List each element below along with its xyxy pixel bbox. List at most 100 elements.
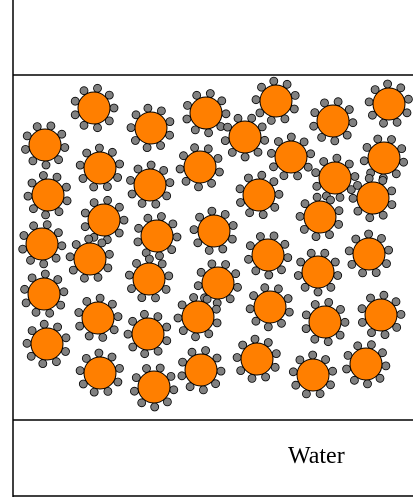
ligand	[251, 335, 259, 343]
ligand	[385, 246, 393, 254]
ligand	[194, 282, 202, 290]
ligand	[364, 380, 372, 388]
ligand	[404, 95, 412, 103]
ligand	[178, 372, 186, 380]
ligand	[261, 284, 269, 292]
particle-core	[28, 278, 60, 310]
particle-core	[319, 162, 351, 194]
ligand	[380, 291, 388, 299]
ligand	[202, 347, 210, 355]
ligand	[145, 255, 153, 263]
ligand	[143, 144, 151, 152]
ligand	[41, 270, 49, 278]
nanoparticle	[178, 347, 225, 394]
particle-core	[368, 142, 400, 174]
ligand	[76, 161, 84, 169]
particle-core	[190, 97, 222, 129]
ligand	[381, 331, 389, 339]
ligand	[40, 260, 48, 268]
ligand	[215, 168, 223, 176]
ligand	[125, 271, 133, 279]
ligand	[47, 122, 55, 130]
nanoparticle	[296, 193, 343, 240]
ligand	[23, 339, 31, 347]
particle-core	[357, 182, 389, 214]
ligand	[156, 252, 164, 260]
ligand	[156, 364, 164, 372]
ligand	[252, 96, 260, 104]
ligand	[258, 171, 266, 179]
ligand	[287, 133, 295, 141]
particle-core	[309, 306, 341, 338]
ligand	[302, 390, 310, 398]
nanoparticle	[19, 221, 66, 268]
particle-core	[182, 301, 214, 333]
particle-core	[84, 152, 116, 184]
ligand	[397, 310, 405, 318]
ligand	[208, 207, 216, 215]
ligand	[90, 183, 98, 191]
ligand	[312, 233, 320, 241]
ligand	[275, 190, 283, 198]
ligand	[39, 360, 47, 368]
nanoparticle	[71, 84, 118, 131]
particle-core	[198, 215, 230, 247]
particle-core	[138, 371, 170, 403]
nanoparticle	[21, 270, 68, 317]
ligand	[170, 386, 178, 394]
ligand	[43, 221, 51, 229]
ligand	[141, 350, 149, 358]
ligand	[312, 169, 320, 177]
nanoparticle	[75, 294, 122, 341]
nanoparticle-layer	[19, 77, 413, 411]
ligand	[116, 364, 124, 372]
ligand	[195, 183, 203, 191]
nanoparticle	[134, 213, 181, 260]
particle-core	[26, 228, 58, 260]
ligand	[272, 350, 280, 358]
ligand	[400, 158, 408, 166]
ligand	[313, 193, 321, 201]
ligand	[152, 294, 160, 302]
particle-core	[78, 92, 110, 124]
nanoparticle	[24, 172, 71, 219]
ligand	[124, 330, 132, 338]
ligand	[334, 272, 342, 280]
particle-core	[132, 318, 164, 350]
particle-core	[134, 169, 166, 201]
particle-core	[243, 179, 275, 211]
ligand	[42, 211, 50, 219]
ligand	[157, 213, 165, 221]
ligand	[205, 129, 213, 137]
particle-core	[302, 256, 334, 288]
ligand	[152, 200, 160, 208]
ligand	[22, 145, 30, 153]
nanoparticle	[343, 341, 390, 388]
ligand	[105, 250, 113, 258]
ligand	[192, 333, 200, 341]
particle-core	[229, 121, 261, 153]
ligand	[384, 80, 392, 88]
ligand	[80, 274, 88, 282]
nanoparticle	[233, 335, 280, 382]
nanoparticle	[76, 144, 123, 191]
ligand	[165, 272, 173, 280]
ligand	[213, 319, 221, 327]
ligand	[217, 367, 225, 375]
ligand	[294, 172, 302, 180]
ligand	[42, 161, 50, 169]
ligand	[116, 160, 124, 168]
ligand	[130, 387, 138, 395]
particle-core	[184, 151, 216, 183]
particle-core	[350, 348, 382, 380]
nanoparticle	[23, 320, 70, 367]
particle-core	[84, 357, 116, 389]
particle-core	[275, 141, 307, 173]
particle-core	[353, 238, 385, 270]
ligand	[90, 388, 98, 396]
ligand	[76, 367, 84, 375]
nanoparticle	[194, 260, 241, 307]
ligand	[66, 253, 74, 261]
particle-core	[254, 291, 286, 323]
nanoparticle	[246, 284, 293, 331]
